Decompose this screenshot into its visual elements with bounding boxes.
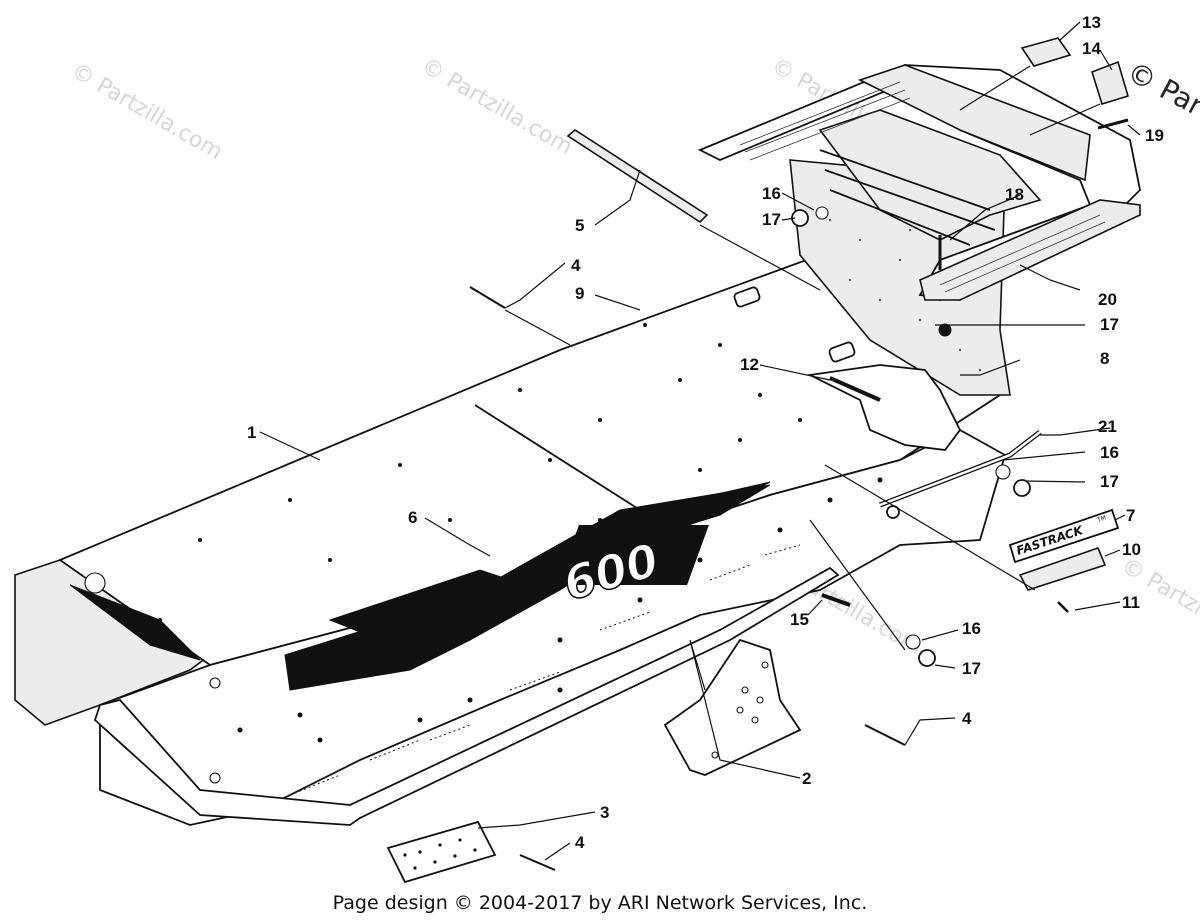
callout-18: 18 [1005,185,1024,204]
callout-20: 20 [1098,290,1117,309]
reflector-pad-13 [1020,37,1072,67]
callout-16: 16 [762,184,781,203]
nut-17 [918,649,936,667]
screw-11 [1057,601,1069,613]
fastrack-decal [1008,508,1120,564]
tunnel-rear-slots [733,286,856,363]
callout-9: 9 [575,284,584,303]
rack-hatching [739,81,1106,293]
callout-3: 3 [600,803,609,822]
bolt-15 [821,593,851,607]
callout-13: 13 [1082,13,1101,32]
screw-19 [1097,118,1129,130]
watermark: © Partzilla.com [417,54,577,161]
reflector-pad-14 [1091,60,1129,105]
plate-3 [386,820,497,884]
rivets [469,286,906,871]
callout-17: 17 [962,659,981,678]
tunnel-side-holes [237,477,883,743]
callouts: 1 2 3 4 4 4 5 6 7 8 9 10 11 12 13 14 15 … [247,13,1164,852]
bracket-2 [663,638,802,776]
callout-11: 11 [1122,593,1140,612]
decal-number-plate [557,525,709,585]
tunnel-rivet-holes [158,323,802,622]
callout-7: 7 [1126,506,1135,525]
callout-12: 12 [740,355,759,374]
bumper-rail [919,199,1141,301]
page-footer: Page design © 2004-2017 by ARI Network S… [332,892,868,914]
callout-16: 16 [1100,443,1119,462]
callout-17: 17 [1100,472,1119,491]
callout-17: 17 [762,210,781,229]
decal-stripe-lower [328,569,542,641]
callout-16: 16 [962,619,981,638]
washer-16 [905,634,921,650]
watermark: © Partzilla.com [67,59,227,166]
rear-rod-inner [879,431,1041,507]
fastrack-tm: TM [1096,515,1108,525]
callout-10: 10 [1122,540,1141,559]
tunnel-hole [84,572,106,594]
callout-21: 21 [1098,417,1117,436]
bracket-holes [711,661,769,759]
tunnel-assembly [14,253,1007,826]
tunnel-top-seam [474,404,641,511]
callout-14: 14 [1082,39,1101,58]
cap-screw [829,376,881,402]
washer-16 [995,464,1011,480]
tunnel-end-stripe [69,584,201,661]
callout-4: 4 [571,256,581,275]
callout-2: 2 [802,769,811,788]
nut-17 [1013,479,1031,497]
fasteners [791,118,1129,667]
rack-nut [938,323,952,337]
washer-16 [815,206,829,220]
tunnel-hole [209,677,221,689]
callout-15: 15 [790,610,809,629]
reflector-10 [1018,546,1107,591]
tunnel-perforations [289,544,801,796]
rear-bumper-assembly [697,64,1141,396]
fastrack-decal-group: FASTRACK TM [1008,508,1120,613]
callout-6: 6 [408,508,417,527]
tunnel-running-board [93,566,840,826]
rack-top-face [857,64,1091,182]
callout-4: 4 [575,833,585,852]
callout-8: 8 [1100,349,1109,368]
leader-lines [259,21,1141,861]
tunnel-hole [209,772,221,784]
callout-19: 19 [1145,126,1164,145]
callout-4: 4 [962,709,972,728]
rack-bars [819,149,996,246]
callout-17: 17 [1100,315,1119,334]
plate-holes [403,838,477,870]
callout-5: 5 [575,216,584,235]
callout-1: 1 [247,423,256,442]
tunnel-decal: 600 [284,481,771,691]
watermark-corner: © Partz [1122,55,1200,134]
